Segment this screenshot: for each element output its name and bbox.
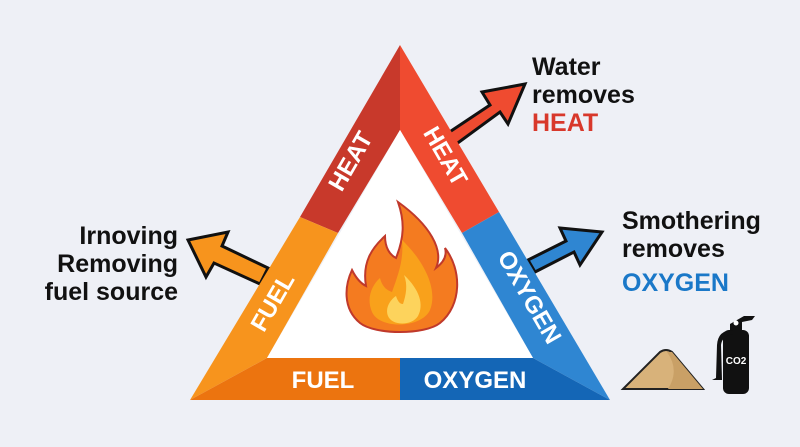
flame-icon: [345, 199, 459, 333]
heat-callout-line1: Water: [532, 53, 601, 81]
oxygen-callout-line2: removes: [622, 235, 725, 263]
co2-extinguisher-icon: CO2: [712, 316, 755, 394]
sand-pile-icon: [620, 349, 706, 390]
heat-callout: Water removes HEAT: [532, 53, 635, 137]
heat-left-segment: [300, 45, 400, 233]
fuel-bottom-label: FUEL: [292, 367, 355, 394]
oxygen-callout-highlight: OXYGEN: [622, 269, 729, 297]
arrow-oxygen: [525, 226, 605, 274]
oxygen-bottom-segment: [400, 358, 610, 400]
heat-callout-line2: removes: [532, 81, 635, 109]
fuel-bottom-segment: [190, 358, 400, 400]
fuel-callout-line: Removing: [57, 250, 178, 278]
fuel-callout-line: fuel source: [44, 278, 178, 306]
fuel-callout: Irnoving Removing fuel source: [45, 222, 178, 306]
fuel-left-segment: [190, 217, 338, 400]
oxygen-callout-line1: Smothering: [622, 207, 761, 235]
heat-callout-highlight: HEAT: [532, 109, 599, 137]
arrow-fuel: [185, 229, 271, 286]
fuel-callout-line: Irnoving: [79, 222, 178, 250]
oxygen-right-segment: [462, 212, 610, 400]
co2-label: CO2: [726, 356, 747, 367]
heat-right-segment: [400, 45, 499, 233]
oxygen-bottom-label: OXYGEN: [424, 367, 527, 394]
arrow-heat: [442, 82, 528, 147]
oxygen-callout: Smothering removes OXYGEN: [622, 207, 761, 297]
